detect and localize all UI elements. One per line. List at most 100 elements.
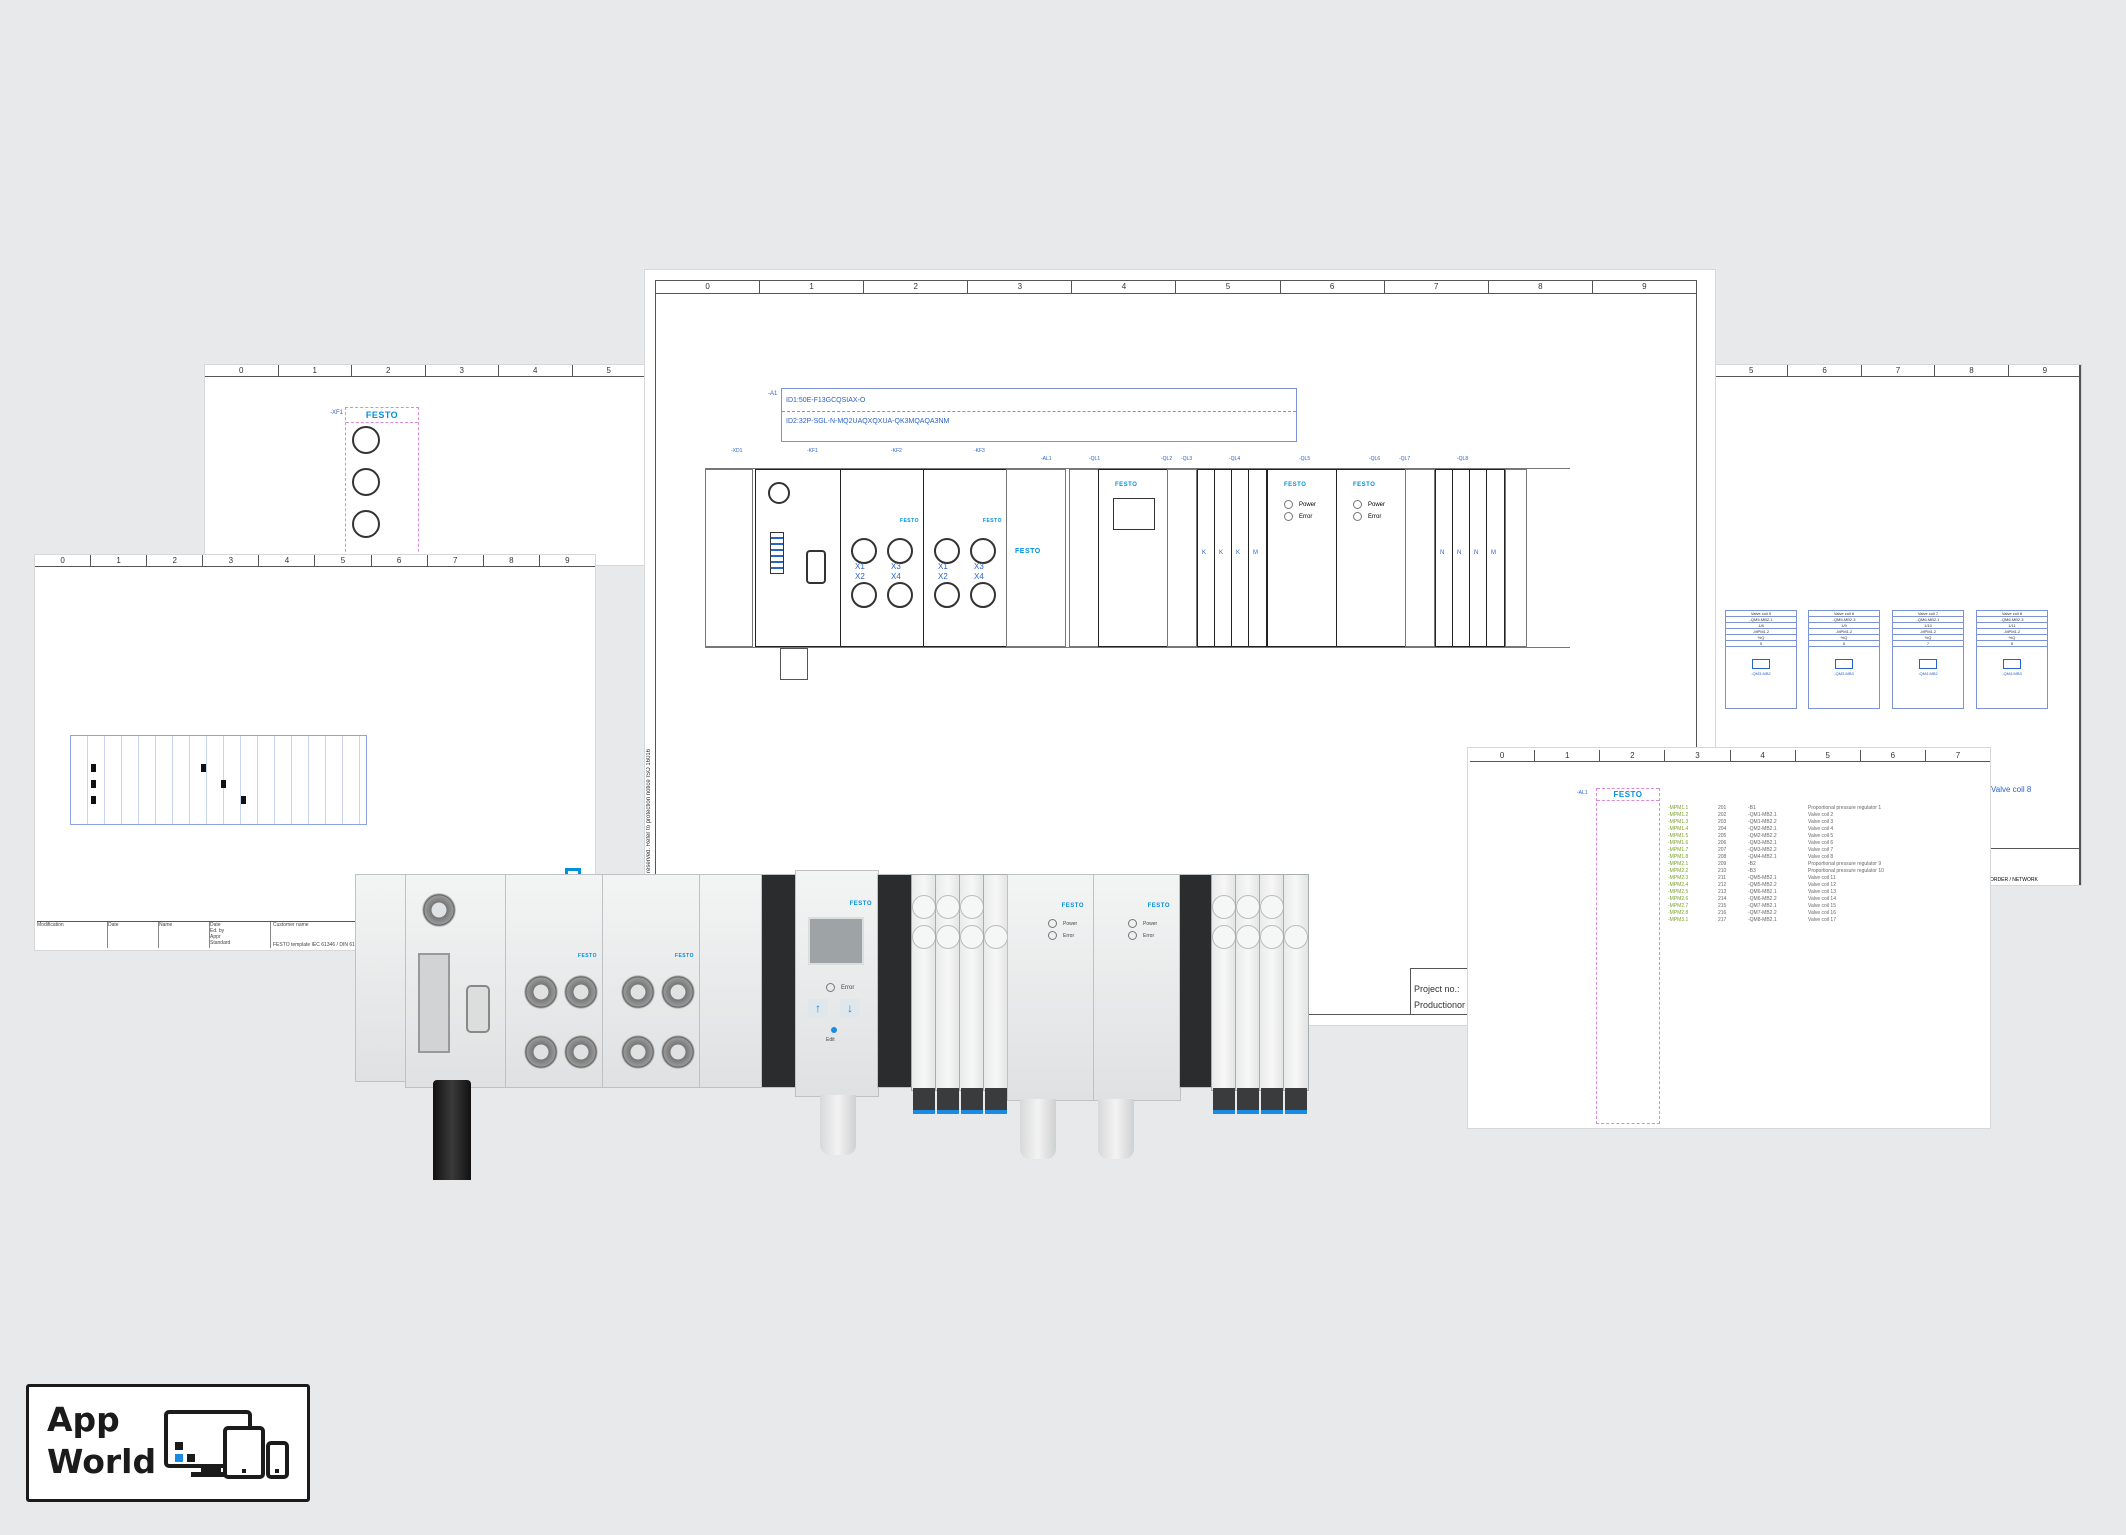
m12-port-x4 <box>887 582 913 608</box>
m12-connector-icon <box>621 975 655 1009</box>
coil-symbol-icon <box>2003 659 2021 669</box>
festo-logo: FESTO <box>1353 482 1376 488</box>
power-led: Power <box>1128 919 1157 928</box>
manual-override-icon <box>1260 895 1284 919</box>
column-label: 8 <box>1489 281 1593 293</box>
io-device: -QM1-MB2.2 <box>1748 819 1777 825</box>
io-description: Valve coil 6 <box>1808 840 1834 846</box>
standard-label: Standard <box>210 940 231 946</box>
push-in-fitting <box>1261 1088 1283 1114</box>
pneumatic-interface <box>1069 469 1099 647</box>
io-pin: -MPM2.6 <box>1668 896 1689 902</box>
arrow-up-button[interactable]: ↑ <box>808 999 828 1017</box>
led-icon <box>1048 931 1057 940</box>
valve-slice: M <box>1248 469 1267 647</box>
io-device: -QM5-MB2.1 <box>1748 875 1777 881</box>
column-label: 7 <box>1862 365 1936 376</box>
valve-coil-num: 7 <box>1893 641 1963 647</box>
io-pin: -MPM1.1 <box>1668 805 1689 811</box>
m12-port-x4 <box>970 582 996 608</box>
io-addr: 210 <box>1718 868 1727 874</box>
io-addr: 208 <box>1718 854 1727 860</box>
column-label: 0 <box>35 555 92 566</box>
cpx-terminal-drawing: FESTO X1 X3 X2 X4 FESTO X1 X3 X2 X4 FEST… <box>705 468 1570 680</box>
valve-coil-addr: 1/11 <box>1977 623 2047 629</box>
port-label: X3 <box>974 562 984 571</box>
arrow-down-button[interactable]: ↓ <box>840 999 860 1017</box>
m12-port-x2 <box>934 582 960 608</box>
led-label: Power <box>1368 502 1386 509</box>
valve-coil-device: -MPM1.2 <box>1809 629 1879 635</box>
id1-text: ID1:50E-F13GCQSIAX-O <box>782 389 1296 412</box>
pneumatic-interface-photo <box>761 874 797 1088</box>
push-in-fitting <box>913 1088 935 1114</box>
column-header: 0 1 2 3 4 5 6 7 8 9 <box>656 281 1696 294</box>
coil-symbol-icon <box>1835 659 1853 669</box>
valve-terminal-schematic <box>70 735 367 825</box>
m12-connector-icon <box>564 975 598 1009</box>
m12-connector-icon <box>621 1035 655 1069</box>
m12-connector-icon <box>352 510 380 538</box>
io-pin: -MPM1.3 <box>1668 819 1689 825</box>
io-pin: -MPM2.3 <box>1668 875 1689 881</box>
drawing-sheet-upper-left: 0 1 2 3 4 5 -XF1 FESTO <box>205 365 645 567</box>
valve-photo <box>1235 874 1261 1091</box>
end-plate-right <box>1505 469 1527 647</box>
valve-coil-addr: 1/9 <box>1809 623 1879 629</box>
m12-connector-icon <box>661 975 695 1009</box>
devices-icon <box>164 1410 289 1479</box>
io-module-photo-1: FESTO <box>505 874 604 1088</box>
valve-coil-box: Valve coil 8 -QM6-MB2.3 1/11 -MPM1.2 %Q … <box>1976 610 2048 709</box>
pneumatic-interface-photo <box>1179 874 1213 1088</box>
column-label: 8 <box>484 555 540 566</box>
power-module-photo-1: FESTO Power Error <box>1007 874 1095 1101</box>
m12-port-x1 <box>851 538 877 564</box>
festo-logo: FESTO <box>1147 903 1170 909</box>
column-label: 6 <box>372 555 428 566</box>
io-description: Proportional pressure regulator 10 <box>1808 868 1884 874</box>
badge-line-app: App <box>47 1400 120 1439</box>
column-label: 9 <box>1642 282 1647 291</box>
column-label: 3 <box>426 365 499 376</box>
io-pin: -MPM2.5 <box>1668 889 1689 895</box>
sub-d-connector-icon <box>806 550 826 584</box>
manual-override-icon <box>936 925 960 949</box>
push-in-fitting <box>937 1088 959 1114</box>
valve-coil-io: %Q <box>1809 635 1879 641</box>
manual-override-icon <box>1212 895 1236 919</box>
io-description: Valve coil 7 <box>1808 847 1834 853</box>
column-label: 1 <box>760 281 865 293</box>
order-label: ORDER / NETWORK <box>1990 877 2038 883</box>
pressure-regulator-photo: FESTO Error ↑ ↓ Edit <box>795 870 879 1097</box>
column-label: 3 <box>968 281 1073 293</box>
led-icon <box>1353 500 1362 509</box>
io-addr: 213 <box>1718 889 1727 895</box>
io-device: -QM2-MB2.1 <box>1748 826 1777 832</box>
io-description: Valve coil 15 <box>1808 903 1836 909</box>
io-device: -QM6-MB2.2 <box>1748 896 1777 902</box>
valve-letter: K <box>1219 550 1224 556</box>
m12-connector-icon <box>564 1035 598 1069</box>
io-description: Valve coil 3 <box>1808 819 1834 825</box>
valve-coil-title: Valve coil 7 <box>1893 611 1963 617</box>
io-device: -B3 <box>1748 868 1756 874</box>
column-label: 7 <box>1955 751 1961 760</box>
led-label: Error <box>1299 514 1313 521</box>
column-label: 4 <box>1072 281 1177 293</box>
error-label: Error <box>841 985 855 992</box>
io-pin: -MPM1.8 <box>1668 854 1689 860</box>
port-label: X2 <box>938 572 948 581</box>
valve-coil-addr: 1/10 <box>1893 623 1963 629</box>
manual-override-icon <box>912 925 936 949</box>
end-plate-left <box>705 469 753 647</box>
io-device: -QM5-MB2.2 <box>1748 882 1777 888</box>
error-label: Error <box>1063 932 1075 939</box>
push-in-fitting <box>1237 1088 1259 1114</box>
led-icon <box>1353 512 1362 521</box>
app-world-badge[interactable]: App World <box>26 1384 310 1502</box>
pneumatic-interface-photo <box>877 874 913 1088</box>
